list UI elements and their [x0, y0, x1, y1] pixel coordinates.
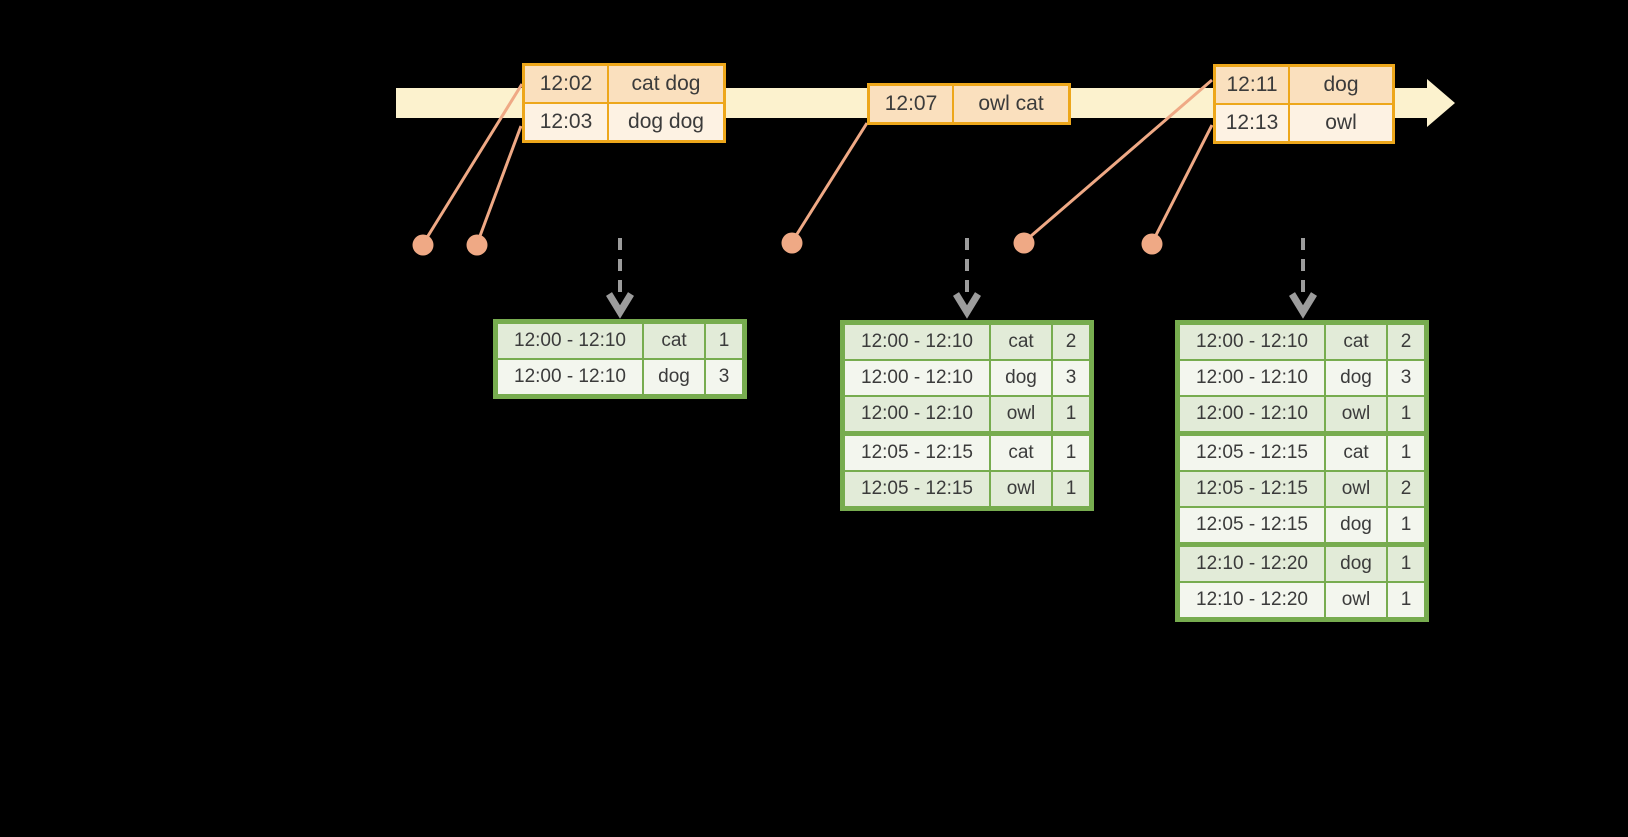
table-cell: owl: [1290, 105, 1392, 141]
event-dot: [1141, 233, 1163, 255]
event-dot: [781, 232, 803, 254]
table-cell: owl cat: [954, 86, 1068, 122]
table-cell: 12:05 - 12:15: [1180, 472, 1324, 506]
trigger-arrowhead-icon: [606, 292, 634, 319]
table-cell: 12:03: [525, 104, 607, 140]
trigger-arrows: [606, 238, 1317, 319]
table-cell: dog: [991, 361, 1051, 395]
connector-line: [475, 125, 523, 245]
table-cell: dog: [1290, 67, 1392, 103]
table-cell: 12:05 - 12:15: [845, 436, 989, 470]
table-cell: 12:00 - 12:10: [1180, 325, 1324, 359]
table-cell: dog: [644, 360, 704, 394]
table-cell: 2: [1053, 325, 1089, 359]
table-cell: 12:13: [1216, 105, 1288, 141]
table-cell: owl: [991, 472, 1051, 506]
table-cell: cat: [991, 325, 1051, 359]
table-cell: 12:07: [870, 86, 952, 122]
table-cell: 12:00 - 12:10: [845, 361, 989, 395]
table-cell: 1: [1388, 397, 1424, 431]
connector-line: [790, 122, 869, 243]
table-cell: cat dog: [609, 66, 723, 102]
table-cell: dog dog: [609, 104, 723, 140]
table-cell: owl: [1326, 472, 1386, 506]
table-cell: 12:00 - 12:10: [1180, 397, 1324, 431]
table-cell: 12:00 - 12:10: [1180, 361, 1324, 395]
table-cell: 12:02: [525, 66, 607, 102]
table-cell: 1: [1388, 508, 1424, 542]
table-cell: 12:10 - 12:20: [1180, 583, 1324, 617]
table-cell: 1: [706, 324, 742, 358]
table-cell: 1: [1388, 547, 1424, 581]
table-cell: 1: [1053, 397, 1089, 431]
table-cell: 3: [706, 360, 742, 394]
table-cell: 1: [1053, 436, 1089, 470]
table-cell: 2: [1388, 472, 1424, 506]
table-cell: 12:10 - 12:20: [1180, 547, 1324, 581]
table-cell: 1: [1053, 472, 1089, 506]
table-cell: owl: [991, 397, 1051, 431]
connector-line: [1150, 124, 1214, 244]
table-cell: 3: [1388, 361, 1424, 395]
event-dot: [466, 234, 488, 256]
table-cell: dog: [1326, 508, 1386, 542]
table-cell: 12:05 - 12:15: [845, 472, 989, 506]
table-cell: dog: [1326, 361, 1386, 395]
table-cell: 1: [1388, 583, 1424, 617]
trigger-arrowhead-icon: [953, 292, 981, 319]
table-cell: owl: [1326, 583, 1386, 617]
table-cell: 12:00 - 12:10: [845, 325, 989, 359]
table-cell: 12:00 - 12:10: [498, 324, 642, 358]
table-cell: 12:11: [1216, 67, 1288, 103]
table-cell: 12:00 - 12:10: [845, 397, 989, 431]
trigger-arrowhead-icon: [1289, 292, 1317, 319]
table-cell: cat: [1326, 436, 1386, 470]
table-cell: 12:05 - 12:15: [1180, 436, 1324, 470]
table-cell: owl: [1326, 397, 1386, 431]
table-cell: 3: [1053, 361, 1089, 395]
table-cell: dog: [1326, 547, 1386, 581]
table-cell: cat: [991, 436, 1051, 470]
table-cell: 2: [1388, 325, 1424, 359]
table-cell: 12:05 - 12:15: [1180, 508, 1324, 542]
timeline-arrowhead-icon: [1427, 79, 1455, 127]
event-dot: [412, 234, 434, 256]
table-cell: 1: [1388, 436, 1424, 470]
table-cell: 12:00 - 12:10: [498, 360, 642, 394]
table-cell: cat: [1326, 325, 1386, 359]
event-dot: [1013, 232, 1035, 254]
event-dots: [412, 232, 1163, 256]
table-cell: cat: [644, 324, 704, 358]
